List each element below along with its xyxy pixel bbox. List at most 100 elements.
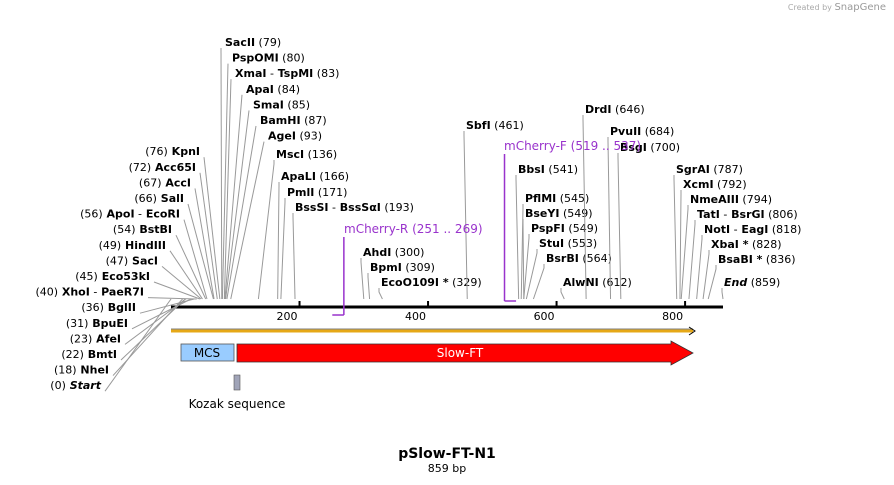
feature-label: Slow-FT bbox=[437, 346, 484, 360]
feature-mcs: MCS bbox=[180, 343, 235, 362]
feature-slow-ft: Slow-FT bbox=[236, 340, 694, 366]
site-leader-line bbox=[161, 266, 202, 300]
enzyme-site-label: XcmI (792) bbox=[683, 178, 747, 191]
enzyme-site-label: BsrBI (564) bbox=[546, 252, 612, 265]
site-leader-line bbox=[280, 198, 286, 300]
site-leader-line bbox=[525, 249, 538, 300]
primer-mark-mcherry-f bbox=[503, 154, 517, 302]
site-leader-line bbox=[721, 288, 724, 300]
site-leader-line bbox=[702, 250, 710, 300]
site-leader-line bbox=[175, 234, 207, 300]
enzyme-site-label: SbfI (461) bbox=[466, 119, 524, 132]
enzyme-site-label: SmaI (85) bbox=[253, 98, 310, 111]
primer-mark-mcherry-r bbox=[332, 237, 345, 316]
ruler-label: 400 bbox=[405, 310, 426, 323]
site-leader-line bbox=[223, 79, 232, 300]
enzyme-site-label: (54) BstBI bbox=[113, 223, 172, 236]
enzyme-site-label: PvuII (684) bbox=[610, 125, 674, 138]
site-leader-line bbox=[378, 288, 383, 300]
site-leader-line bbox=[104, 298, 172, 392]
enzyme-site-label: BsgI (700) bbox=[620, 141, 680, 154]
site-leader-line bbox=[696, 235, 703, 300]
primer-label: mCherry-R (251 .. 269) bbox=[344, 222, 483, 236]
enzyme-site-label: AgeI (93) bbox=[268, 130, 322, 143]
enzyme-site-label: PspFI (549) bbox=[531, 222, 598, 235]
enzyme-site-label: BpmI (309) bbox=[370, 261, 435, 274]
enzyme-site-label: NotI - EagI (818) bbox=[704, 223, 801, 236]
site-leader-line bbox=[463, 131, 468, 300]
site-leader-line bbox=[139, 298, 195, 314]
primer-label: mCherry-F (519 .. 537) bbox=[504, 139, 641, 153]
site-leader-line bbox=[532, 264, 545, 300]
site-leader-line bbox=[120, 298, 186, 361]
site-leader-line bbox=[688, 220, 696, 300]
feature-label: MCS bbox=[194, 346, 220, 360]
enzyme-site-label: NmeAIII (794) bbox=[690, 193, 772, 206]
enzyme-site-label: PmlI (171) bbox=[287, 186, 347, 199]
enzyme-site-label: (0) Start bbox=[50, 379, 101, 392]
enzyme-site-label: XmaI - TspMI (83) bbox=[235, 67, 339, 80]
site-leader-line bbox=[131, 298, 192, 330]
enzyme-site-label: (66) SalI bbox=[134, 192, 184, 205]
enzyme-site-label: (36) BglII bbox=[81, 301, 136, 314]
site-leader-line bbox=[582, 115, 587, 300]
site-leader-line bbox=[560, 288, 565, 300]
enzyme-site-label: (22) BmtI bbox=[61, 348, 117, 361]
enzyme-site-label: (67) AccI bbox=[139, 176, 191, 189]
site-leader-line bbox=[153, 281, 201, 300]
site-leader-line bbox=[183, 219, 208, 300]
enzyme-site-label: BbsI (541) bbox=[518, 163, 578, 176]
site-leader-line bbox=[607, 137, 612, 300]
enzyme-site-label: BseYI (549) bbox=[525, 207, 593, 220]
plasmid-size: 859 bp bbox=[427, 462, 467, 475]
ruler-label: 800 bbox=[662, 310, 683, 323]
enzyme-site-label: (47) SacI bbox=[106, 254, 158, 267]
enzyme-site-label: (40) XhoI - PaeR7I bbox=[35, 286, 144, 299]
site-leader-line bbox=[673, 175, 678, 300]
enzyme-site-label: (49) HindIII bbox=[99, 239, 166, 252]
site-leader-line bbox=[277, 182, 280, 300]
enzyme-site-label: ApaLI (166) bbox=[281, 170, 349, 183]
site-leader-line bbox=[112, 298, 183, 376]
enzyme-site-label: BsaBI * (836) bbox=[718, 253, 796, 266]
site-leader-line bbox=[707, 265, 717, 300]
site-leader-line bbox=[226, 125, 257, 300]
ruler-label: 600 bbox=[534, 310, 555, 323]
enzyme-site-label: BamHI (87) bbox=[260, 114, 327, 127]
snapgene-logo-text: SnapGene bbox=[834, 2, 886, 13]
enzyme-site-label: (23) AfeI bbox=[70, 332, 121, 345]
orf-arrowhead bbox=[688, 326, 696, 336]
ruler-label: 200 bbox=[277, 310, 298, 323]
site-leader-line bbox=[360, 258, 365, 300]
site-leader-line bbox=[520, 204, 524, 300]
site-leader-line bbox=[617, 153, 622, 300]
enzyme-site-label: (76) KpnI bbox=[145, 145, 200, 158]
enzyme-site-label: AlwNI (612) bbox=[563, 276, 632, 289]
site-leader-line bbox=[523, 234, 530, 300]
site-leader-line bbox=[169, 250, 203, 300]
site-leader-line bbox=[203, 157, 221, 300]
enzyme-site-label: TatI - BsrGI (806) bbox=[697, 208, 798, 221]
enzyme-site-label: (45) Eco53kI bbox=[75, 270, 150, 283]
site-leader-line bbox=[680, 205, 689, 300]
credit-prefix: Created by bbox=[787, 3, 832, 12]
enzyme-site-label: BssSI - BssSαI (193) bbox=[295, 201, 414, 214]
site-leader-line bbox=[199, 172, 218, 300]
enzyme-site-label: PspOMI (80) bbox=[232, 52, 305, 65]
enzyme-site-label: XbaI * (828) bbox=[711, 238, 782, 251]
site-leader-line bbox=[187, 203, 214, 300]
enzyme-site-label: EcoO109I * (329) bbox=[381, 276, 482, 289]
enzyme-site-label: (18) NheI bbox=[54, 364, 109, 377]
site-leader-line bbox=[230, 141, 265, 300]
enzyme-site-label: SacII (79) bbox=[225, 36, 281, 49]
site-leader-line bbox=[292, 213, 296, 300]
site-leader-line bbox=[367, 273, 371, 300]
site-leader-line bbox=[147, 297, 197, 300]
enzyme-site-label: (72) Acc65I bbox=[129, 161, 196, 174]
feature-label: Kozak sequence bbox=[189, 397, 286, 411]
plasmid-map: 200 400 600 800 SacII (79) PspOMI (80) XmaI - … bbox=[35, 36, 801, 411]
snapgene-credit: Created by SnapGene bbox=[788, 2, 886, 13]
enzyme-site-label: (56) ApoI - EcoRI bbox=[80, 208, 180, 221]
enzyme-site-label: DrdI (646) bbox=[585, 103, 645, 116]
site-leader-line bbox=[224, 94, 243, 300]
